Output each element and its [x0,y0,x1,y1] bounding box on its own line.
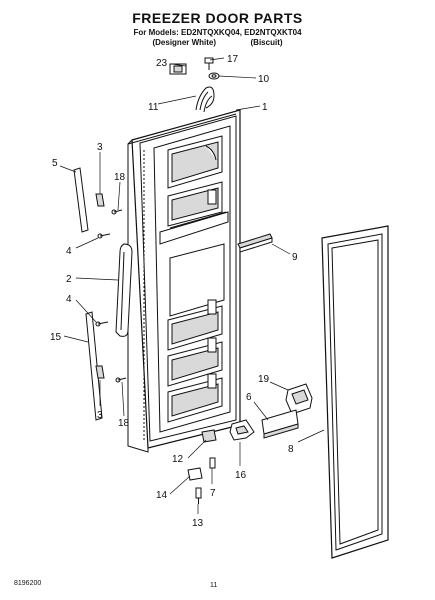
door-gasket [321,225,389,559]
callout-16: 16 [235,470,247,481]
callout-18-lower: 18 [118,418,130,429]
wire-harness [195,86,215,113]
callout-18-upper: 18 [114,172,126,183]
callout-15: 15 [50,332,62,343]
screw-18-upper [111,209,123,215]
bin-end-cap-19 [285,383,313,415]
callout-12: 12 [172,454,184,465]
bottom-hinge-12 [201,429,217,443]
hinge-bushing-14 [187,467,203,481]
screw-13 [195,487,202,504]
trim-end-cap-lower [95,365,105,379]
leader-lines [59,57,325,514]
door-handle [115,243,133,337]
document-number: 8196200 [14,580,42,587]
harness-connector [169,63,187,75]
ice-chute-trim [237,233,273,253]
bin-front-6 [261,409,299,439]
handle-screw-upper [97,233,111,239]
top-hardware [204,57,220,80]
callout-numbers: 23 17 10 11 1 5 3 18 4 2 4 15 3 18 9 19 … [50,54,298,529]
variant-biscuit: (Biscuit) [250,38,283,47]
callout-1: 1 [262,102,268,113]
callout-10: 10 [258,74,270,85]
callout-4-upper: 4 [66,246,72,257]
door-shelves [159,135,229,423]
callout-13: 13 [192,518,204,529]
trim-end-cap-upper [95,193,105,207]
screw-7 [209,457,216,469]
screw-18-lower [115,377,127,383]
callout-19: 19 [258,374,270,385]
callout-9: 9 [292,252,298,263]
trim-strip-lower [85,311,103,421]
callout-2: 2 [66,274,72,285]
callout-23: 23 [156,58,168,69]
callout-11: 11 [148,102,159,113]
variant-line: (Designer White) (Biscuit) [0,38,435,47]
callout-14: 14 [156,490,168,501]
callout-4-lower: 4 [66,294,72,305]
handle-screw-lower [95,321,109,327]
page-title: FREEZER DOOR PARTS [132,10,303,26]
callout-3-lower: 3 [97,410,103,421]
callout-5: 5 [52,158,58,169]
callout-8: 8 [288,444,294,455]
page-number: 11 [210,582,218,589]
callout-6: 6 [246,392,252,403]
variant-white: (Designer White) [152,38,217,47]
callout-7: 7 [210,488,216,499]
bin-end-cap-16 [229,419,255,441]
trim-strip-upper [73,167,89,233]
callout-17: 17 [227,54,239,65]
models-line: For Models: ED2NTQXKQ04, ED2NTQXKT04 [133,28,302,37]
callout-3-upper: 3 [97,142,103,153]
